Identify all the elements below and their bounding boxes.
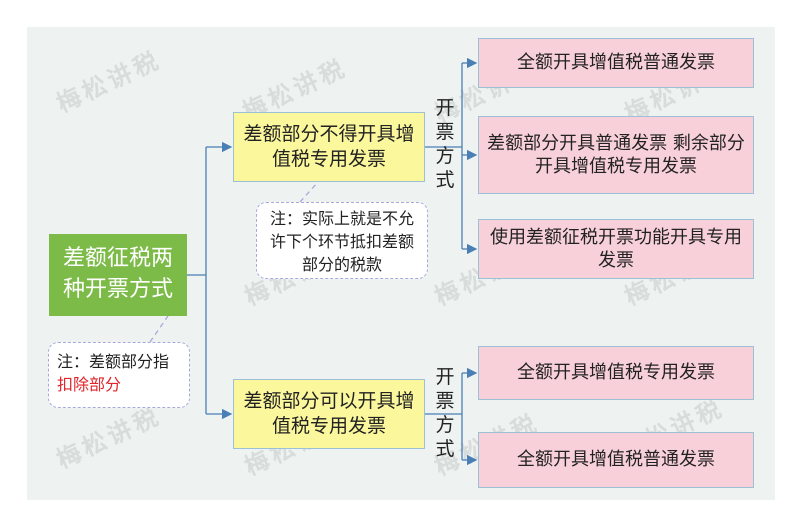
leaf-node: 全额开具增值税普通发票	[478, 432, 754, 488]
note-text: 注：差额部分指	[57, 352, 170, 371]
method-label: 开票方式	[435, 97, 455, 191]
note-highlight: 扣除部分	[57, 375, 122, 394]
leaf-node: 使用差额征税开票功能开具专用发票	[478, 219, 754, 279]
leaf-node: 差额部分开具普通发票 剩余部分开具增值税专用发票	[478, 116, 754, 194]
branch-node-no-special-invoice: 差额部分不得开具增值税专用发票	[233, 112, 425, 182]
root-note-callout: 注：差额部分指扣除部分	[48, 342, 190, 408]
branch-node-special-invoice-allowed: 差额部分可以开具增值税专用发票	[233, 379, 425, 449]
method-label: 开票方式	[435, 366, 455, 460]
leaf-node: 全额开具增值税专用发票	[478, 346, 754, 400]
root-node: 差额征税两种开票方式	[49, 234, 187, 316]
leaf-node: 全额开具增值税普通发票	[478, 38, 754, 88]
note-connector	[149, 315, 169, 343]
note-connector	[299, 181, 319, 203]
note-callout: 注：实际上就是不允许下个环节抵扣差额部分的税款	[256, 202, 428, 279]
